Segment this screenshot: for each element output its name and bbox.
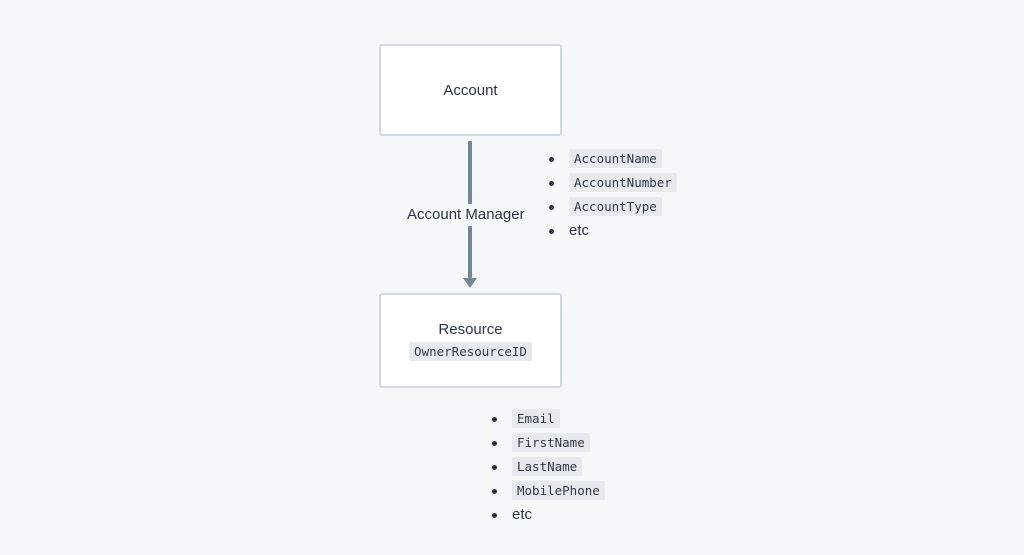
- list-item: MobilePhone: [492, 479, 605, 503]
- resource-field-code: LastName: [512, 457, 583, 476]
- list-item: LastName: [492, 455, 605, 479]
- list-item: AccountType: [549, 195, 677, 219]
- list-item: etc: [549, 219, 677, 243]
- resource-node: Resource OwnerResourceID: [379, 293, 562, 388]
- account-field-code: AccountName: [569, 149, 662, 168]
- resource-field-code: MobilePhone: [512, 481, 605, 500]
- account-field-list: AccountName AccountNumber AccountType et…: [549, 147, 677, 243]
- edge-line-lower: [468, 226, 472, 278]
- list-item: FirstName: [492, 431, 605, 455]
- resource-node-title: Resource: [438, 320, 503, 338]
- list-item: Email: [492, 407, 605, 431]
- resource-field-code: Email: [512, 409, 560, 428]
- account-field-etc: etc: [569, 222, 590, 239]
- resource-field-etc: etc: [512, 506, 533, 523]
- list-item: AccountNumber: [549, 171, 677, 195]
- edge-line-upper: [468, 141, 472, 204]
- account-field-code: AccountType: [569, 197, 662, 216]
- edge-label: Account Manager: [407, 206, 525, 223]
- arrowhead-icon: [463, 278, 477, 288]
- account-node-title: Account: [443, 81, 498, 99]
- account-node: Account: [379, 44, 562, 136]
- resource-node-field: OwnerResourceID: [409, 341, 532, 361]
- resource-field-code: FirstName: [512, 433, 590, 452]
- account-field-code: AccountNumber: [569, 173, 677, 192]
- list-item: etc: [492, 503, 605, 527]
- resource-field-list: Email FirstName LastName MobilePhone etc: [492, 407, 605, 527]
- list-item: AccountName: [549, 147, 677, 171]
